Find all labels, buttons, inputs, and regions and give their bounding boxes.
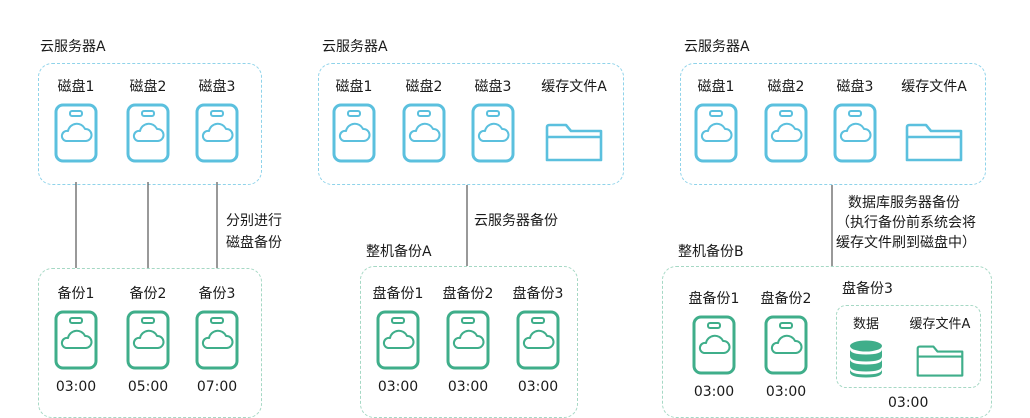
backup-time: 07:00 [196,379,238,395]
disk-label: 磁盘1 [697,79,735,95]
disk-cloud-icon [833,103,877,163]
folder-icon [904,117,964,163]
backup-time: 03:00 [377,379,419,395]
panel2-disk-2: 磁盘2 [398,80,450,163]
panel3-server-title: 云服务器A [684,39,750,55]
disk-label: 磁盘2 [129,79,167,95]
disk-cloud-icon [471,103,515,163]
backup-label: 盘备份3 [512,286,564,302]
backup-label: 备份3 [198,286,236,302]
disk-label: 磁盘2 [405,79,443,95]
panel3-backup3-cache: 缓存文件A [900,318,980,378]
folder-icon [544,117,604,163]
backup-label: 备份1 [57,286,95,302]
disk-cloud-icon [402,103,446,163]
backup-label: 盘备份2 [760,291,812,307]
disk-label: 磁盘1 [335,79,373,95]
panel3-arrow-label-3: 缓存文件刷到磁盘中） [836,235,976,251]
backup-cloud-icon [764,315,808,375]
panel3-arrow-label-2: （执行备份前系统会将 [836,215,976,231]
panel3-disk-3: 磁盘3 [829,80,881,163]
panel1-disk-1: 磁盘1 [50,80,102,163]
backup-time: 03:00 [765,384,807,400]
panel1-server-title: 云服务器A [40,39,106,55]
panel3-backup3-time: 03:00 [888,395,929,411]
connector-arrows [71,180,837,279]
backup-cloud-icon [195,310,239,370]
panel2-arrow-label: 云服务器备份 [474,213,558,229]
cache-file-label: 缓存文件A [541,79,607,95]
backup-cloud-icon [692,315,736,375]
disk-label: 磁盘1 [57,79,95,95]
panel3-backup-2: 盘备份2 03:00 [752,292,820,408]
disk-label: 磁盘2 [767,79,805,95]
disk-label: 磁盘3 [836,79,874,95]
panel3-arrow-label-1: 数据库服务器备份 [848,195,960,211]
backup-time: 03:00 [447,379,489,395]
panel2-disk-1: 磁盘1 [328,80,380,163]
panel3-disk-2: 磁盘2 [760,80,812,163]
backup-cloud-icon [446,310,490,370]
panel3-backup3-data: 数据 [842,318,890,378]
backup-cloud-icon [516,310,560,370]
panel1-backup-1: 备份1 03:00 [50,287,102,403]
backup-cloud-icon [126,310,170,370]
backup-time: 03:00 [517,379,559,395]
folder-icon [915,340,965,378]
backup-label: 盘备份1 [372,286,424,302]
backup-label: 盘备份1 [688,291,740,307]
backup-time: 03:00 [693,384,735,400]
panel2-server-title: 云服务器A [322,39,388,55]
disk-cloud-icon [54,103,98,163]
panel3-backup-1: 盘备份1 03:00 [680,292,748,408]
panel2-backup-title: 整机备份A [366,244,432,260]
disk-label: 磁盘3 [198,79,236,95]
disk-cloud-icon [332,103,376,163]
disk-cloud-icon [764,103,808,163]
panel1-backup-2: 备份2 05:00 [122,287,174,403]
backup-label: 盘备份2 [442,286,494,302]
panel1-backup-3: 备份3 07:00 [191,287,243,403]
panel2-disk-3: 磁盘3 [467,80,519,163]
panel2-backup-2: 盘备份2 03:00 [434,287,502,403]
backup-cloud-icon [54,310,98,370]
panel3-backup-title: 整机备份B [678,244,744,260]
panel3-backup3-title: 盘备份3 [842,281,893,297]
backup-label: 备份2 [129,286,167,302]
panel2-backup-3: 盘备份3 03:00 [504,287,572,403]
backup-time: 05:00 [127,379,169,395]
panel1-disk-2: 磁盘2 [122,80,174,163]
disk-cloud-icon [195,103,239,163]
panel3-cache-file: 缓存文件A [892,80,976,163]
cache-file-label: 缓存文件A [901,79,967,95]
panel2-backup-1: 盘备份1 03:00 [364,287,432,403]
panel2-cache-file: 缓存文件A [532,80,616,163]
cache-file-label: 缓存文件A [909,317,971,332]
panel1-arrow-label-1: 分别进行 [226,213,282,229]
disk-label: 磁盘3 [474,79,512,95]
panel1-arrow-label-2: 磁盘备份 [226,235,282,251]
backup-cloud-icon [376,310,420,370]
panel1-disk-3: 磁盘3 [191,80,243,163]
panel3-disk-1: 磁盘1 [690,80,742,163]
database-icon [848,340,884,378]
disk-cloud-icon [694,103,738,163]
disk-cloud-icon [126,103,170,163]
backup-time: 03:00 [55,379,97,395]
data-label: 数据 [852,317,879,332]
